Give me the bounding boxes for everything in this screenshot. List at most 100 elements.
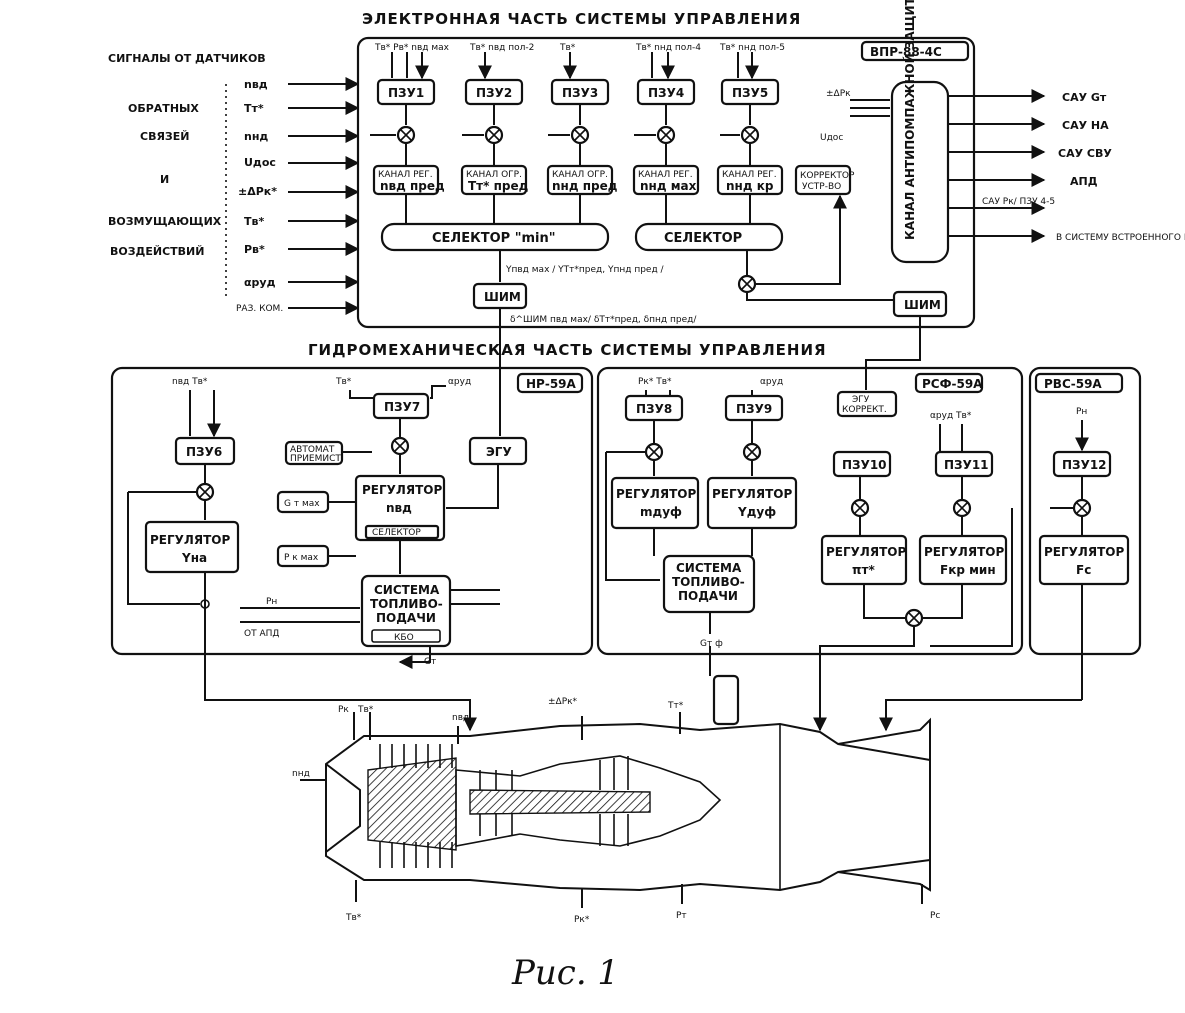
fuel-sys-block	[360, 574, 452, 648]
svg-text:КОРРЕКТ.: КОРРЕКТ.	[842, 405, 887, 415]
hydromech-title: ГИДРОМЕХАНИЧЕСКАЯ ЧАСТЬ СИСТЕМЫ УПРАВЛЕН…	[308, 341, 827, 359]
rvs59a-label: РВС-59А	[1044, 377, 1102, 391]
svg-text:ПОДАЧИ: ПОДАЧИ	[678, 589, 738, 603]
pkmax-label: P к мах	[284, 553, 319, 563]
hp59a-box: НР-59А nвд Tв* ПЗУ6 РЕГУЛЯТОР Yна Tв* αр…	[110, 308, 594, 669]
input-pv: Pв*	[244, 243, 265, 256]
egu1-label: ЭГУ	[486, 445, 512, 459]
group1-line1: ОБРАТНЫХ	[128, 102, 199, 115]
pzu11-label: ПЗУ11	[944, 458, 989, 472]
output-sau-pk: САУ Рк/ ПЗУ 4-5	[982, 197, 1055, 207]
group1-line2: СВЯЗЕЙ	[140, 130, 189, 143]
electronic-label: ВПР-88-4С	[870, 45, 942, 59]
svg-text:Pн: Pн	[266, 597, 277, 607]
reg-fc-sub: Fс	[1076, 563, 1091, 577]
antisurge-block	[890, 80, 950, 264]
pzu12-label: ПЗУ12	[1062, 458, 1107, 472]
svg-text:Uдос: Uдос	[820, 133, 843, 143]
reg-main-sub: nвд	[386, 501, 412, 515]
output-apd: АПД	[1070, 175, 1098, 188]
reg-mduf-label: РЕГУЛЯТОР	[616, 487, 696, 501]
outputs: САУ Gт САУ НА САУ СВУ АПД САУ Рк/ ПЗУ 4-…	[948, 89, 1185, 243]
input-arud: αруд	[244, 276, 276, 289]
selector-2	[634, 222, 784, 252]
svg-text:Pн: Pн	[1076, 407, 1087, 417]
engine-drawing: Pк Tв* Tв* nвд nнд ±ΔPк* Tт* Pк* Pт Pс	[292, 697, 940, 925]
gmax-label: G т мах	[284, 499, 320, 509]
reg-fkr-label: РЕГУЛЯТОР	[924, 545, 1004, 559]
pzu1-label: ПЗУ1	[388, 86, 424, 100]
pzu7-label: ПЗУ7	[384, 400, 420, 414]
pzu11-block	[934, 450, 994, 478]
svg-text:Tт* пред: Tт* пред	[468, 179, 529, 193]
svg-text:КАНАЛ ОГР.: КАНАЛ ОГР.	[466, 170, 522, 180]
eng-dpk: ±ΔPк*	[548, 697, 578, 707]
output-sau-na: САУ НА	[1062, 119, 1109, 132]
eng-nvd: nвд	[452, 713, 469, 723]
eng-tv-top: Tв*	[357, 705, 374, 715]
pzu4-label: ПЗУ4	[648, 86, 684, 100]
input-dpk: ±ΔPк*	[238, 185, 277, 198]
reg-yduf-block	[706, 476, 798, 530]
eng-pk: Pк	[338, 705, 349, 715]
eng-tt: Tт*	[667, 701, 684, 711]
svg-text:ТОПЛИВО-: ТОПЛИВО-	[370, 597, 443, 611]
corrector-block	[794, 164, 852, 196]
input-tt: Tт*	[244, 102, 264, 115]
svg-text:nнд мах: nнд мах	[640, 179, 697, 193]
svg-text:nвд пред: nвд пред	[380, 179, 445, 193]
svg-text:nвд Tв*: nвд Tв*	[172, 377, 208, 387]
kbo-label: КБО	[394, 633, 414, 643]
svg-text:КАНАЛ ОГР.: КАНАЛ ОГР.	[552, 170, 608, 180]
sum-junctions	[396, 125, 760, 294]
eng-pc: Pс	[930, 911, 940, 921]
output-sau-svu: САУ СВУ	[1058, 147, 1112, 160]
svg-text:ОТ АПД: ОТ АПД	[244, 629, 279, 639]
output-bite: В СИСТЕМУ ВСТРОЕННОГО КОНТРОЛЯ	[1056, 233, 1185, 243]
svg-text:nнд пред: nнд пред	[552, 179, 618, 193]
pzu9-block	[724, 394, 784, 422]
pzu9-label: ПЗУ9	[736, 402, 772, 416]
electronic-title: ЭЛЕКТРОННАЯ ЧАСТЬ СИСТЕМЫ УПРАВЛЕНИЯ	[362, 10, 801, 28]
svg-text:КОРРЕКТОР: КОРРЕКТОР	[800, 171, 855, 181]
antisurge-label: КАНАЛ АНТИПОМПАЖНОЙ ЗАЩИТЫ	[902, 0, 917, 240]
electronic-box: ВПР-88-4С Tв* Pв* nвд мах Tв* nвд пол-2 …	[356, 0, 976, 329]
eng-pk-star: Pк*	[574, 915, 590, 925]
svg-text:КАНАЛ РЕГ.: КАНАЛ РЕГ.	[378, 170, 433, 180]
reg-yna-label: РЕГУЛЯТОР	[150, 533, 230, 547]
svg-text:Tв*: Tв*	[335, 377, 352, 387]
input-nnd: nнд	[244, 130, 268, 143]
input-tv: Tв*	[244, 215, 264, 228]
svg-text:±ΔPк: ±ΔPк	[826, 89, 851, 99]
pzu10-block	[832, 450, 892, 478]
input-razkom: РАЗ. КОМ.	[236, 304, 283, 314]
pzu5-label: ПЗУ5	[732, 86, 768, 100]
eng-tv-bottom: Tв*	[345, 913, 362, 923]
input-udos: Uдос	[244, 156, 276, 169]
reg-mduf-block	[610, 476, 700, 530]
svg-text:СИСТЕМА: СИСТЕМА	[676, 561, 742, 575]
svg-text:АВТОМАТ: АВТОМАТ	[290, 445, 335, 455]
reg-pit-label: РЕГУЛЯТОР	[826, 545, 906, 559]
pzu2-label: ПЗУ2	[476, 86, 512, 100]
group2-line1: ВОЗМУЩАЮЩИХ	[108, 215, 222, 228]
svg-text:Tв* Pв* nвд мах: Tв* Pв* nвд мах	[374, 43, 450, 53]
shim1-label: ШИМ	[484, 290, 521, 304]
svg-text:КАНАЛ РЕГ.: КАНАЛ РЕГ.	[722, 170, 777, 180]
svg-text:ПОДАЧИ: ПОДАЧИ	[376, 611, 436, 625]
selector-small	[364, 524, 440, 540]
svg-text:Gт ф: Gт ф	[700, 639, 723, 649]
svg-text:Tв*: Tв*	[559, 43, 576, 53]
svg-text:Tв* nвд пол-2: Tв* nвд пол-2	[469, 43, 534, 53]
svg-text:αруд: αруд	[760, 377, 783, 387]
shim2-label: ШИМ	[904, 298, 941, 312]
svg-text:Tв* nнд пол-5: Tв* nнд пол-5	[719, 43, 785, 53]
eng-pt: Pт	[676, 911, 687, 921]
reg-yduf-sub: Yдуф	[737, 505, 776, 519]
eng-nnd: nнд	[292, 769, 310, 779]
svg-text:УСТР-ВО: УСТР-ВО	[802, 182, 841, 192]
svg-text:ПРИЕМИСТ.: ПРИЕМИСТ.	[290, 454, 344, 464]
selector-small-label: СЕЛЕКТОР	[372, 528, 421, 538]
svg-text:ЭГУ: ЭГУ	[852, 395, 870, 405]
reg-fc-block	[1038, 534, 1130, 586]
